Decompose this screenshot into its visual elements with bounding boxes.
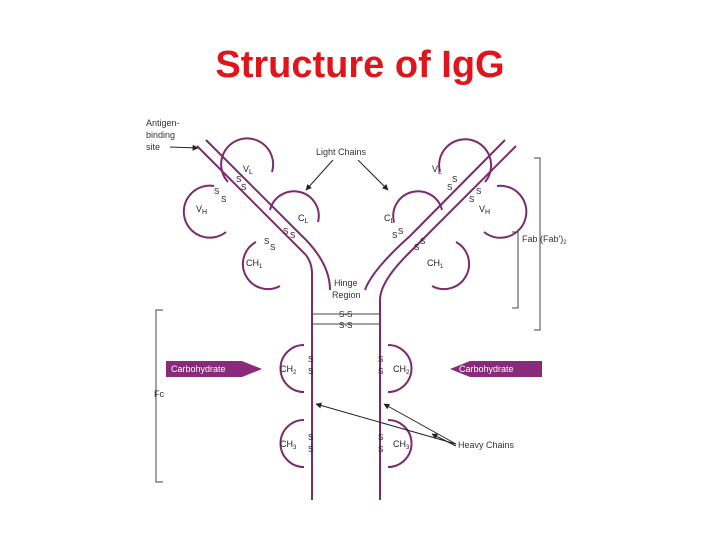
ch2-left-label: CH2 — [280, 364, 297, 376]
cl-right-loop — [392, 190, 443, 223]
heavy-chains-label: Heavy Chains — [458, 440, 515, 450]
heavy-chains-pointer-2 — [383, 403, 457, 445]
vl-left-loop — [220, 137, 275, 183]
hinge-label-line2: Region — [332, 290, 361, 300]
svg-text:S: S — [236, 175, 241, 184]
ch1-left-loop — [242, 241, 281, 291]
left-heavy-chain-upper — [196, 145, 313, 500]
light-chains-arrow-right — [357, 159, 389, 191]
svg-text:S: S — [221, 195, 226, 204]
fab-bracket-inner — [512, 231, 519, 309]
fc-label: Fc — [154, 389, 164, 399]
cl-left-loop — [269, 190, 320, 223]
ch3-right-loop — [387, 419, 413, 468]
vh-right-loop — [483, 184, 528, 239]
svg-text:S: S — [308, 355, 313, 364]
svg-text:S: S — [420, 237, 425, 246]
svg-text:S: S — [378, 355, 383, 364]
vh-left-label: VH — [196, 204, 207, 216]
ch2-right-loop — [387, 344, 413, 393]
fab-bracket — [534, 157, 541, 331]
svg-text:S: S — [398, 227, 403, 236]
hinge-ss-1: S-S — [339, 310, 352, 319]
svg-text:S: S — [392, 231, 397, 240]
fab-label: Fab (Fab')2 — [522, 234, 567, 246]
antigen-label-line1: Antigen- — [146, 118, 180, 128]
hinge-label-line1: Hinge — [334, 278, 358, 288]
light-chains-label: Light Chains — [316, 147, 367, 157]
carbohydrate-left-label: Carbohydrate — [171, 364, 226, 374]
right-light-chain — [364, 139, 506, 291]
carbohydrate-left: Carbohydrate — [166, 361, 262, 377]
fc-region-shapes — [279, 300, 413, 500]
ch1-right-label: CH1 — [427, 258, 444, 270]
ch2-right-label: CH2 — [393, 364, 410, 376]
svg-text:S: S — [452, 175, 457, 184]
intradomain-disulfides: S S S S S S S S S S S S S S S S S S S S … — [214, 175, 481, 454]
antigen-label-line3: site — [146, 142, 160, 152]
heavy-chains-pointer-1 — [315, 402, 457, 445]
antigen-label-line2: binding — [146, 130, 175, 140]
ch3-left-label: CH3 — [280, 439, 297, 451]
svg-text:S: S — [264, 237, 269, 246]
hinge-ss-2: S-S — [339, 321, 352, 330]
svg-text:S: S — [308, 433, 313, 442]
svg-text:S: S — [214, 187, 219, 196]
svg-text:S: S — [270, 243, 275, 252]
left-fab-arm — [182, 137, 331, 500]
vh-left-loop — [182, 184, 227, 239]
slide-title: Structure of IgG — [215, 44, 505, 86]
svg-text:S: S — [283, 227, 288, 236]
svg-text:S: S — [308, 445, 313, 454]
ch1-right-loop — [431, 241, 470, 291]
svg-text:S: S — [447, 183, 452, 192]
cl-left-label: CL — [298, 213, 309, 225]
svg-text:S: S — [378, 367, 383, 376]
heavy-chains-pointer-3 — [431, 433, 457, 447]
right-fab-arm — [364, 138, 528, 500]
svg-text:S: S — [308, 367, 313, 376]
ch3-right-label: CH3 — [393, 439, 410, 451]
vl-right-loop — [438, 138, 493, 183]
svg-text:S: S — [469, 195, 474, 204]
ch1-left-label: CH1 — [246, 258, 263, 270]
left-light-chain — [205, 139, 331, 291]
carbohydrate-right-label: Carbohydrate — [459, 364, 514, 374]
svg-text:S: S — [476, 187, 481, 196]
vl-left-label: VL — [243, 164, 253, 176]
svg-text:S: S — [378, 433, 383, 442]
vh-right-label: VH — [479, 204, 490, 216]
fc-bracket — [155, 309, 163, 483]
svg-text:S: S — [290, 231, 295, 240]
vl-right-label: VL — [432, 164, 442, 176]
carbohydrate-right: Carbohydrate — [450, 361, 542, 377]
ch3-left-loop — [279, 419, 305, 468]
right-heavy-chain-upper — [379, 145, 517, 500]
svg-text:S: S — [241, 183, 246, 192]
ch2-left-loop — [279, 344, 305, 393]
cl-right-label: CL — [384, 213, 395, 225]
antigen-pointer — [169, 144, 199, 151]
svg-text:S: S — [414, 243, 419, 252]
hinge-disulfides — [312, 313, 380, 325]
light-chains-arrow-left — [305, 159, 334, 191]
svg-text:S: S — [378, 445, 383, 454]
